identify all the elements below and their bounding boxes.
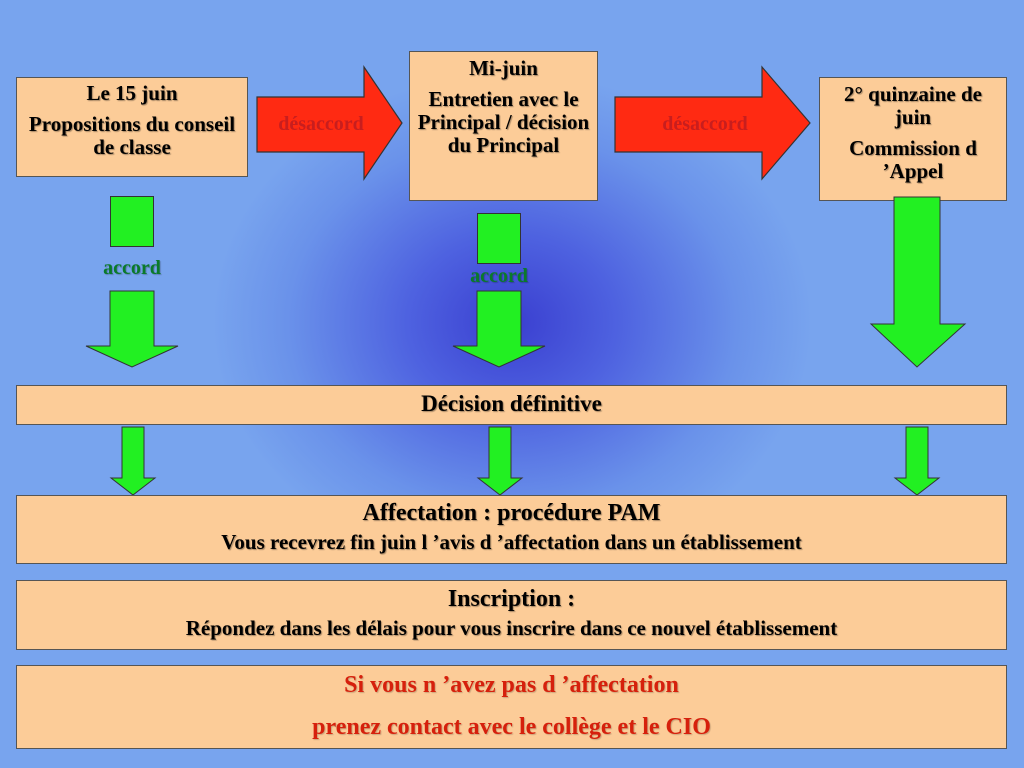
stage2-text: Entretien avec le Principal / décision d… bbox=[417, 87, 590, 157]
disagree-label-2: désaccord bbox=[662, 113, 748, 135]
decision-arrow-left bbox=[109, 426, 157, 496]
appeal-arrow-down bbox=[869, 196, 967, 368]
agree-square-2 bbox=[477, 213, 521, 264]
agree-arrow-down-1 bbox=[85, 290, 179, 368]
disagree-label-1: désaccord bbox=[278, 113, 364, 135]
affectation-box: Affectation : procédure PAM Vous recevre… bbox=[16, 495, 1007, 564]
stage3-box: 2° quinzaine de juin Commission d ’Appel bbox=[819, 77, 1007, 201]
disagree-arrow-2 bbox=[614, 65, 811, 181]
notice-line1: Si vous n ’avez pas d ’affectation bbox=[344, 672, 679, 698]
stage2-box: Mi-juin Entretien avec le Principal / dé… bbox=[409, 51, 598, 201]
disagree-arrow-1 bbox=[256, 65, 403, 181]
inscription-box: Inscription : Répondez dans les délais p… bbox=[16, 580, 1007, 650]
decision-title: Décision définitive bbox=[421, 391, 602, 416]
agree-square-1 bbox=[110, 196, 154, 247]
stage1-text: Propositions du conseil de classe bbox=[28, 112, 236, 159]
agree-label-1: accord bbox=[103, 257, 161, 279]
decision-arrow-right bbox=[893, 426, 941, 496]
notice-line2: prenez contact avec le collège et le CIO bbox=[312, 714, 711, 740]
agree-arrow-down-2 bbox=[452, 290, 546, 368]
decision-arrow-center bbox=[476, 426, 524, 496]
notice-box: Si vous n ’avez pas d ’affectation prene… bbox=[16, 665, 1007, 749]
stage3-text: Commission d ’Appel bbox=[849, 136, 977, 183]
stage1-box: Le 15 juin Propositions du conseil de cl… bbox=[16, 77, 248, 177]
stage2-date: Mi-juin bbox=[469, 56, 538, 80]
stage3-date: 2° quinzaine de juin bbox=[844, 82, 982, 129]
decision-box: Décision définitive bbox=[16, 385, 1007, 425]
inscription-text: Répondez dans les délais pour vous inscr… bbox=[185, 616, 838, 640]
stage1-date: Le 15 juin bbox=[86, 81, 178, 105]
affectation-text: Vous recevrez fin juin l ’avis d ’affect… bbox=[221, 530, 802, 554]
affectation-title: Affectation : procédure PAM bbox=[362, 500, 661, 526]
inscription-title: Inscription : bbox=[447, 586, 576, 612]
agree-label-2: accord bbox=[470, 265, 528, 287]
